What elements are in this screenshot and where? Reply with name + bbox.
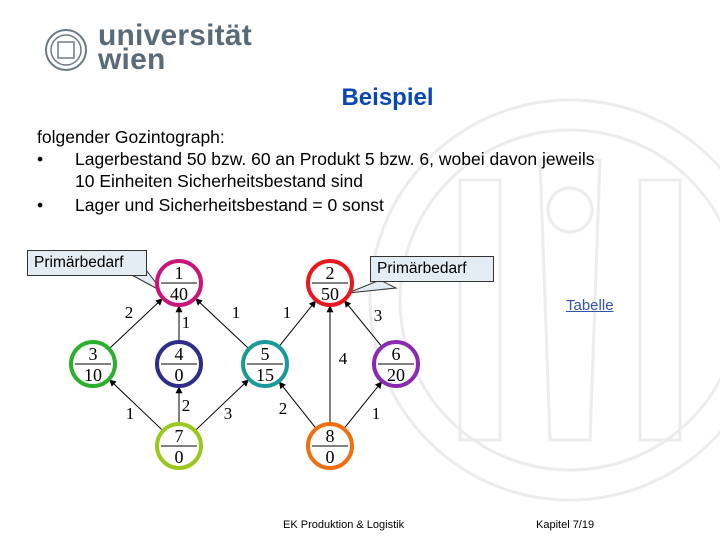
edge-label-5-1: 1 (232, 303, 241, 322)
edge-label-3-1: 2 (125, 303, 134, 322)
tabelle-link[interactable]: Tabelle (566, 297, 614, 314)
edge-label-7-3: 1 (126, 404, 135, 423)
node-8: 80 (308, 424, 352, 468)
edge-label-8-5: 2 (279, 399, 288, 418)
node-3-id: 3 (89, 344, 98, 364)
node-3: 310 (71, 342, 115, 386)
edge-7-to-3 (110, 380, 163, 431)
edge-label-7-5: 3 (224, 404, 233, 423)
edge-label-4-1: 1 (182, 313, 191, 332)
edge-5-to-1 (196, 299, 249, 349)
edge-label-8-2: 4 (339, 349, 348, 368)
node-4: 40 (157, 342, 201, 386)
edge-label-6-2: 3 (374, 306, 383, 325)
callout-primaerbedarf-left: Primärbedarf (27, 250, 147, 276)
footer-course: EK Produktion & Logistik (283, 519, 404, 531)
node-6-value: 20 (387, 365, 405, 385)
node-4-value: 0 (175, 365, 184, 385)
node-2-value: 50 (321, 284, 339, 304)
node-7-id: 7 (175, 426, 184, 446)
node-1: 140 (157, 261, 201, 305)
node-2: 250 (308, 261, 352, 305)
callout-primaerbedarf-right: Primärbedarf (370, 256, 494, 282)
node-7: 70 (157, 424, 201, 468)
node-6: 620 (374, 342, 418, 386)
node-7-value: 0 (175, 447, 184, 467)
edge-3-to-1 (109, 299, 162, 349)
node-1-id: 1 (175, 263, 184, 283)
edge-7-to-5 (195, 380, 248, 431)
node-2-id: 2 (326, 263, 335, 283)
node-6-id: 6 (392, 344, 401, 364)
node-5-value: 15 (256, 365, 274, 385)
edge-label-5-2: 1 (283, 303, 292, 322)
node-4-id: 4 (175, 344, 184, 364)
node-5: 515 (243, 342, 287, 386)
edge-label-8-6: 1 (372, 404, 381, 423)
node-1-value: 40 (170, 284, 188, 304)
footer-chapter: Kapitel 7/19 (536, 519, 594, 531)
node-3-value: 10 (84, 365, 102, 385)
edge-label-7-4: 2 (182, 396, 191, 415)
node-8-id: 8 (326, 426, 335, 446)
node-8-value: 0 (326, 447, 335, 467)
node-5-id: 5 (261, 344, 270, 364)
